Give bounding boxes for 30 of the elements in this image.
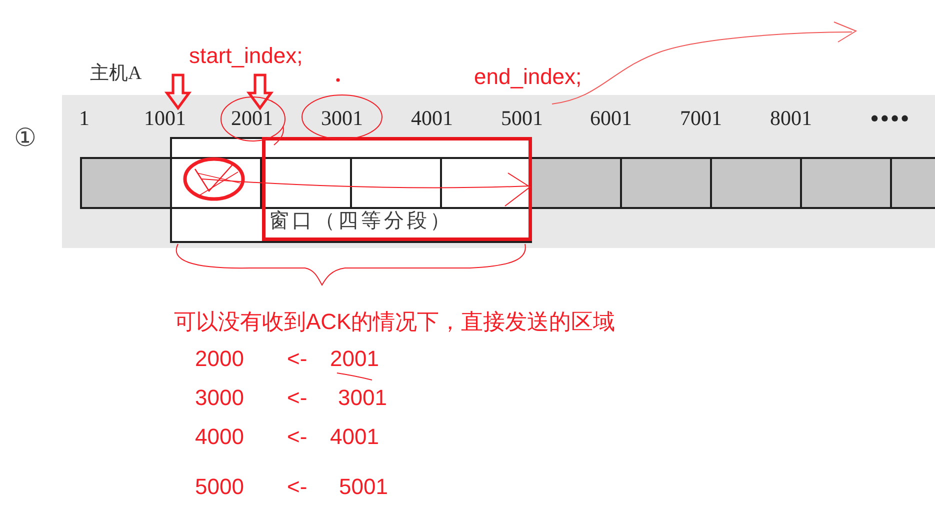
mapping-value: 3000 — [195, 387, 244, 409]
ellipsis-mark: •••• — [870, 106, 910, 132]
mapping-symbol: <- — [287, 426, 308, 448]
step-number: ① — [14, 125, 36, 150]
sequence-number: 1 — [79, 108, 90, 129]
window-label: 窗口（四等分段） — [269, 211, 453, 231]
sequence-number: 5001 — [501, 108, 543, 129]
sequence-number: 7001 — [680, 108, 722, 129]
sequence-number: 8001 — [770, 108, 812, 129]
mapping-value: 4000 — [195, 426, 244, 448]
mapping-value: 5001 — [339, 476, 388, 498]
window-box — [170, 137, 532, 243]
mapping-value: 3001 — [338, 387, 387, 409]
annotation-text: 可以没有收到ACK的情况下，直接发送的区域 — [174, 311, 616, 333]
block-arrow — [246, 74, 274, 110]
mapping-symbol: <- — [287, 387, 308, 409]
index-annotation: start_index; — [189, 45, 303, 67]
mapping-symbol: <- — [287, 348, 308, 370]
mapping-value: 2001 — [330, 348, 379, 370]
sequence-number: 6001 — [590, 108, 632, 129]
sequence-number: 4001 — [411, 108, 453, 129]
mapping-value: 2000 — [195, 348, 244, 370]
mapping-symbol: <- — [287, 476, 308, 498]
host-label: 主机A — [90, 64, 142, 83]
sequence-number: 3001 — [321, 108, 363, 129]
mapping-value: 5000 — [195, 476, 244, 498]
mapping-value: 4001 — [330, 426, 379, 448]
index-annotation: end_index; — [474, 66, 582, 88]
sequence-number: 1001 — [144, 108, 186, 129]
block-arrow — [164, 74, 192, 110]
